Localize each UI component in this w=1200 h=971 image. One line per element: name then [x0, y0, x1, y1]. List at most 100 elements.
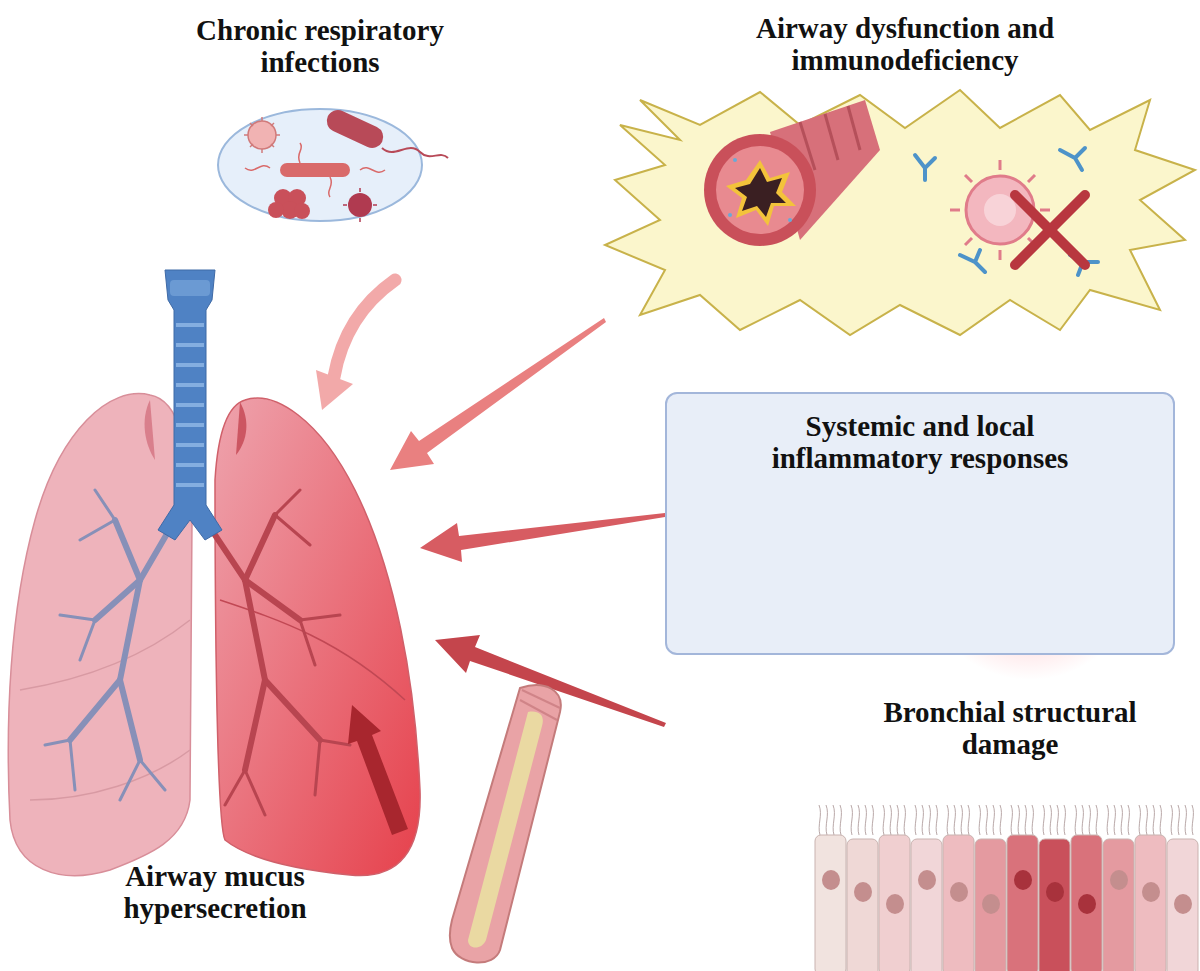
- lungs-illustration-part: [225, 490, 350, 815]
- epithelial-cell: [975, 839, 1006, 971]
- starburst-panel-part: [728, 158, 792, 222]
- cell-nucleus: [1078, 894, 1096, 914]
- starburst-panel-part: [605, 90, 1195, 335]
- starburst-panel-part-part: [1015, 195, 1085, 265]
- microbe-ellipse-part-part: [276, 134, 280, 136]
- heading-node: Bronchial structural damage: [855, 696, 1165, 776]
- heading-node: Airway mucus hypersecretion: [110, 860, 320, 940]
- microbe-ellipse-part-part: [359, 188, 361, 192]
- lungs-illustration-part-part: [30, 750, 190, 800]
- epithelial-cell: [1071, 835, 1102, 971]
- microbe-ellipse: [218, 106, 448, 222]
- process-box: Systemic and local inflammatory response…: [665, 392, 1175, 655]
- microbe-ellipse-part: [323, 106, 387, 151]
- starburst-panel-part: [726, 160, 796, 226]
- epithelial-cell: [815, 835, 846, 971]
- starburst-panel-part: [1015, 195, 1085, 265]
- starburst-panel-part: [915, 148, 1098, 275]
- starburst-panel-part-part: [1028, 175, 1035, 182]
- cilia: [1107, 805, 1129, 835]
- microbe-ellipse-part-part: [261, 117, 263, 121]
- microbe-ellipse-part-part: [261, 149, 263, 153]
- node-heading: Bronchial structural damage: [860, 696, 1160, 761]
- cilia: [1011, 805, 1033, 835]
- lungs-illustration-part-part: [115, 520, 140, 580]
- cell-nucleus: [854, 882, 872, 902]
- starburst-panel-part-part: [1060, 148, 1085, 170]
- starburst-panel: [605, 90, 1195, 335]
- mucus-airway-part: [520, 690, 560, 720]
- starburst-panel-part: [800, 106, 860, 170]
- lungs-illustration-part-part: [245, 515, 275, 580]
- microbe-ellipse-part-part: [294, 203, 310, 219]
- cell-nucleus: [822, 870, 840, 890]
- epithelial-cell: [1039, 839, 1070, 971]
- lungs-illustration-part-part: [176, 383, 204, 387]
- starburst-panel-part-part: [848, 106, 860, 150]
- cilia: [979, 805, 1001, 835]
- microbe-ellipse-part-part: [271, 123, 274, 126]
- epithelial-cell: [943, 835, 974, 971]
- mucus-airway-part: [468, 712, 543, 948]
- starburst-panel-part-part: [950, 209, 960, 212]
- cell-nucleus: [1174, 894, 1192, 914]
- mucus-airway: [450, 685, 561, 962]
- node-heading: Airway dysfunction and immunodeficiency: [720, 12, 1090, 77]
- cell-nucleus: [982, 894, 1000, 914]
- lungs-illustration: [8, 270, 420, 876]
- microbe-ellipse-part-part: [373, 204, 377, 206]
- lungs-illustration-part: [45, 490, 165, 800]
- microbe-ellipse-part-part: [250, 123, 253, 126]
- arrows-part: [390, 318, 606, 470]
- starburst-panel-part-part: [733, 158, 737, 162]
- cell-nucleus: [886, 894, 904, 914]
- epithelium: [815, 805, 1198, 971]
- cilia: [947, 805, 969, 835]
- starburst-panel-part-part: [960, 250, 985, 272]
- lungs-illustration-part: [176, 325, 204, 485]
- lungs-illustration-part: [158, 270, 222, 540]
- starburst-panel-part: [716, 146, 804, 234]
- microbe-ellipse-part: [244, 117, 280, 153]
- microbe-ellipse-part: [348, 193, 372, 217]
- starburst-panel-part-part: [788, 218, 792, 222]
- microbe-ellipse-part: [343, 188, 377, 222]
- epithelial-cell: [1103, 839, 1134, 971]
- lungs-illustration-part-part: [176, 403, 204, 407]
- starburst-panel-part-part: [825, 114, 838, 160]
- epithelial-cell: [1167, 839, 1198, 971]
- microbe-ellipse-part-part: [271, 144, 274, 147]
- lungs-illustration-part-part: [225, 490, 350, 815]
- starburst-panel-part: [735, 168, 786, 217]
- microbe-ellipse-part-part: [244, 134, 248, 136]
- microbe-ellipse-part-part: [343, 204, 347, 206]
- arrows-part: [316, 370, 353, 410]
- lungs-illustration-part-part: [20, 620, 190, 690]
- cilia: [1171, 805, 1193, 835]
- cilia: [915, 805, 937, 835]
- cilia: [1043, 805, 1065, 835]
- lungs-illustration-part: [20, 620, 190, 800]
- lungs-illustration-part: [215, 398, 420, 875]
- starburst-panel-part: [984, 194, 1016, 226]
- cilia: [819, 805, 841, 835]
- starburst-panel-part-part: [965, 175, 972, 182]
- lungs-illustration-part-part: [176, 463, 204, 467]
- lungs-illustration-part: [220, 600, 405, 700]
- microbe-ellipse-part-part: [359, 218, 361, 222]
- arrows-part: [334, 280, 395, 377]
- starburst-panel-part-part: [915, 155, 935, 180]
- lungs-illustration-part: [145, 400, 155, 460]
- starburst-panel-part-part: [728, 213, 732, 217]
- lungs-illustration-part-part: [176, 443, 204, 447]
- cilia: [883, 805, 905, 835]
- cilia: [1075, 805, 1097, 835]
- lungs-illustration-part: [8, 394, 192, 876]
- arrows-part: [348, 705, 408, 835]
- lungs-illustration-part-part: [176, 343, 204, 347]
- microbe-ellipse-part: [280, 163, 350, 177]
- epithelial-cell: [1135, 835, 1166, 971]
- starburst-panel-part-part: [965, 238, 972, 245]
- lungs-illustration-part: [205, 515, 320, 770]
- microbe-ellipse-part-part: [250, 144, 253, 147]
